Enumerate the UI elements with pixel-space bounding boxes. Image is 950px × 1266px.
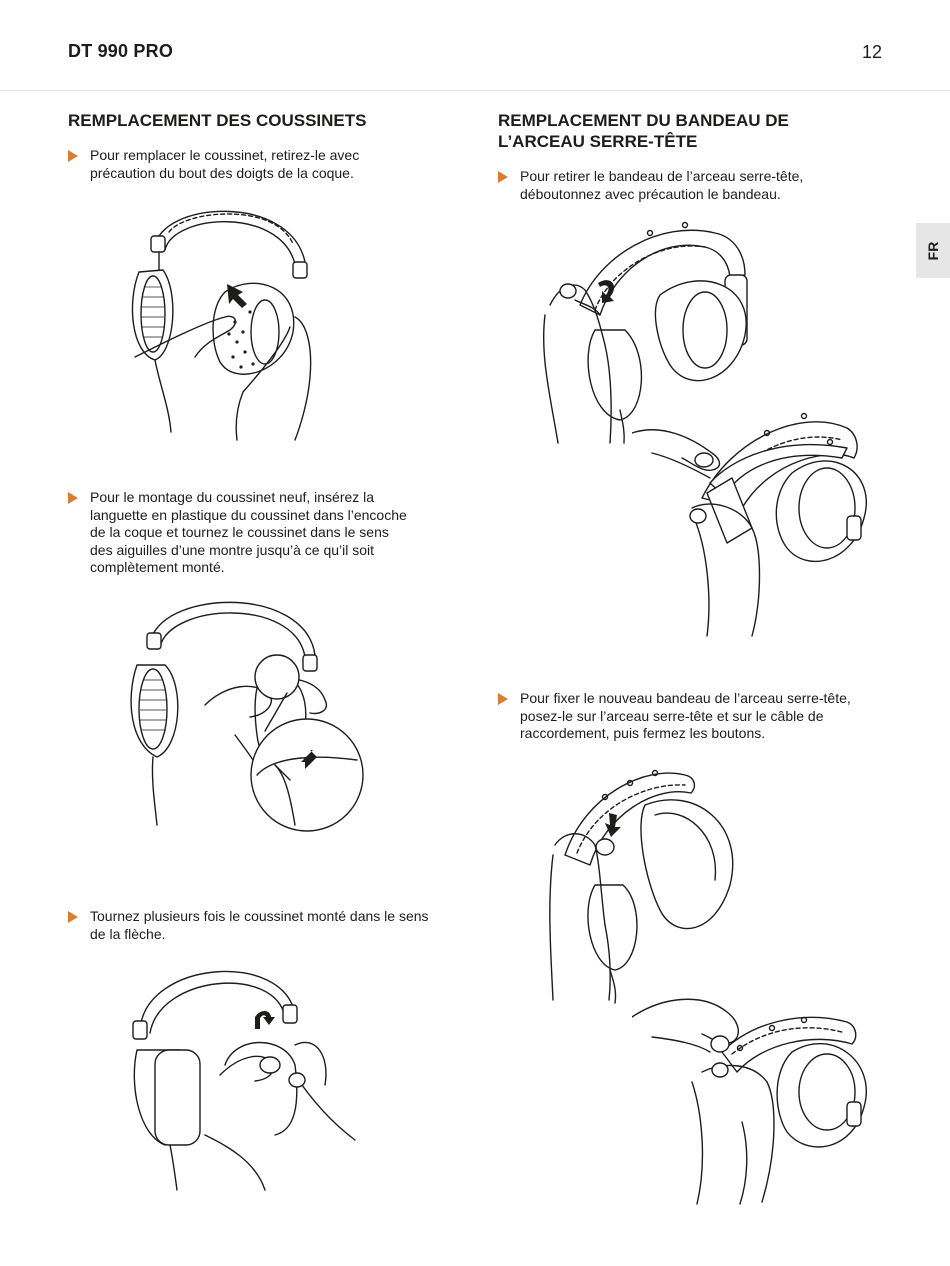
right-section-title: REMPLACEMENT DU BANDEAU DE L’ARCEAU SERR… [498,111,789,151]
bullet-triangle-icon [68,911,78,923]
left-step-3-text: Tournez plusieurs fois le coussinet mont… [90,908,429,942]
left-step-3: Tournez plusieurs fois le coussinet mont… [68,908,430,943]
language-tab[interactable]: FR [916,223,950,278]
left-step-2-text: Pour le montage du coussinet neuf, insér… [90,489,407,576]
left-section-title: REMPLACEMENT DES COUSSINETS [68,111,367,130]
product-name: DT 990 PRO [68,41,174,61]
illustration-headband-removed [632,398,872,638]
left-step-1: Pour remplacer le coussinet, retirez-le … [68,147,408,182]
illustration-unbutton-headband [540,215,760,445]
illustration-close-buttons [632,992,872,1207]
right-step-2: Pour fixer le nouveau bandeau de l’arcea… [498,690,878,743]
page-header: DT 990 PRO 12 [0,0,950,91]
left-step-2: Pour le montage du coussinet neuf, insér… [68,489,408,577]
language-tab-label: FR [925,241,941,260]
bullet-triangle-icon [68,492,78,504]
illustration-place-new-headband [545,765,745,1005]
right-step-1: Pour retirer le bandeau de l’arceau serr… [498,168,848,203]
right-step-1-text: Pour retirer le bandeau de l’arceau serr… [520,168,804,202]
bullet-triangle-icon [498,171,508,183]
illustration-rotate-ear-pad [125,955,365,1195]
bullet-triangle-icon [498,693,508,705]
right-step-2-text: Pour fixer le nouveau bandeau de l’arcea… [520,690,851,742]
illustration-mount-ear-pad [125,585,365,835]
page-number: 12 [861,42,882,62]
left-step-1-text: Pour remplacer le coussinet, retirez-le … [90,147,360,181]
illustration-remove-ear-pad [125,192,325,442]
bullet-triangle-icon [68,150,78,162]
